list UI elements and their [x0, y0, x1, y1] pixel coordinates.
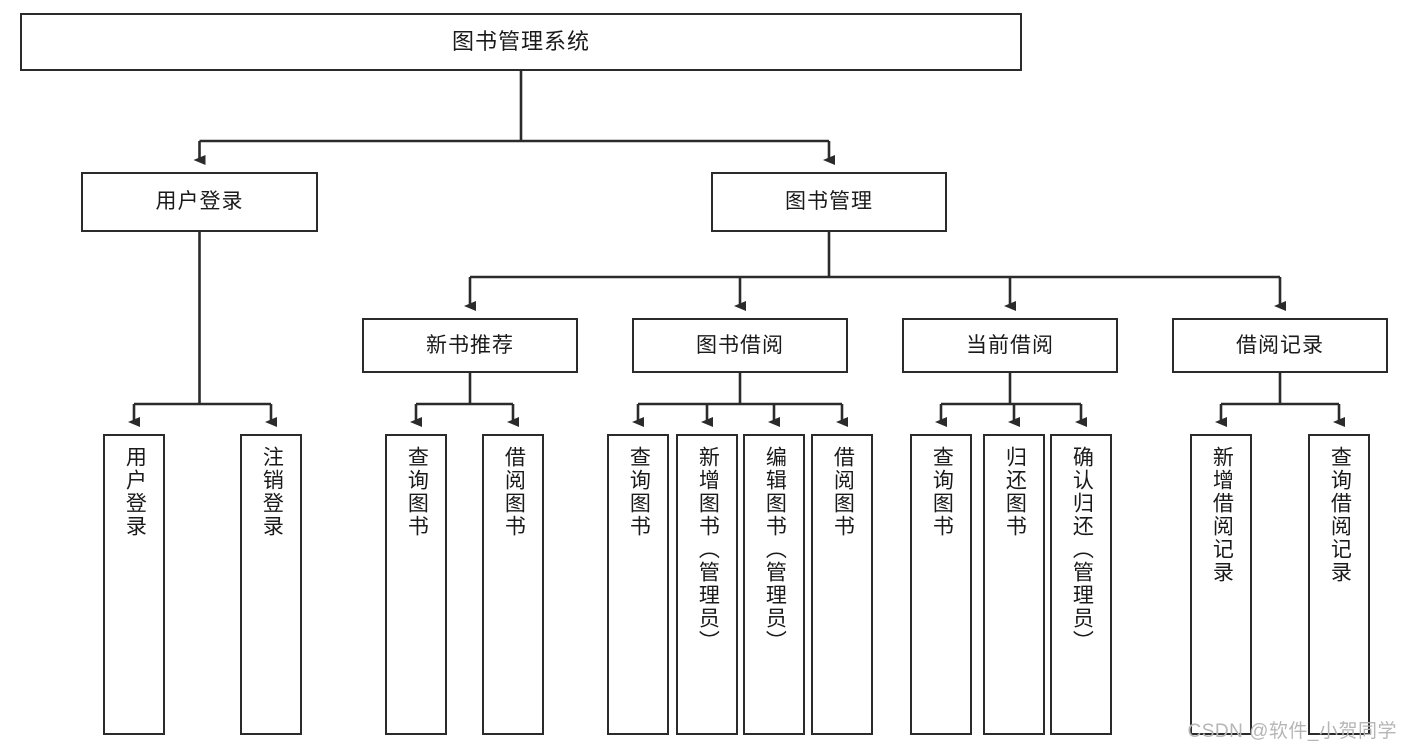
- leaf-borrow-book-recommend[interactable]: 借阅图书: [482, 434, 544, 735]
- leaf-label: 查询图书: [405, 446, 429, 538]
- leaf-label: 查询图书: [930, 446, 954, 538]
- leaf-return-book[interactable]: 归还图书: [983, 434, 1045, 735]
- leaf-label: 归还图书: [1003, 446, 1027, 538]
- node-book-borrow[interactable]: 图书借阅: [632, 318, 848, 373]
- leaf-label: 查询图书: [627, 446, 651, 538]
- leaf-edit-book-admin[interactable]: 编辑图书（管理员）: [743, 434, 805, 735]
- leaf-label: 确认归还（管理员）: [1070, 446, 1094, 653]
- leaf-add-borrow-record[interactable]: 新增借阅记录: [1190, 434, 1252, 735]
- watermark-text: CSDN @软件_小贺同学: [1187, 721, 1397, 742]
- leaf-add-book-admin[interactable]: 新增图书（管理员）: [676, 434, 738, 735]
- leaf-label: 借阅图书: [502, 446, 526, 538]
- leaf-query-book-borrow[interactable]: 查询图书: [607, 434, 669, 735]
- leaf-label: 新增图书（管理员）: [696, 446, 720, 653]
- leaf-query-book-recommend[interactable]: 查询图书: [385, 434, 447, 735]
- leaf-label: 用户登录: [123, 446, 147, 538]
- node-new-book-recommend[interactable]: 新书推荐: [362, 318, 578, 373]
- leaf-label: 查询借阅记录: [1328, 446, 1352, 584]
- node-current-borrow[interactable]: 当前借阅: [902, 318, 1118, 373]
- node-root[interactable]: 图书管理系统: [20, 13, 1022, 71]
- leaf-query-borrow-record[interactable]: 查询借阅记录: [1308, 434, 1370, 735]
- leaf-label: 新增借阅记录: [1210, 446, 1234, 584]
- leaf-borrow-book[interactable]: 借阅图书: [811, 434, 873, 735]
- leaf-query-book-current[interactable]: 查询图书: [910, 434, 972, 735]
- leaf-label: 注销登录: [260, 446, 284, 538]
- leaf-label: 编辑图书（管理员）: [763, 446, 787, 653]
- node-user-login[interactable]: 用户登录: [81, 172, 318, 232]
- leaf-logout-login[interactable]: 注销登录: [240, 434, 302, 735]
- node-book-management[interactable]: 图书管理: [711, 172, 947, 232]
- leaf-label: 借阅图书: [831, 446, 855, 538]
- leaf-user-login[interactable]: 用户登录: [103, 434, 165, 735]
- leaf-confirm-return-admin[interactable]: 确认归还（管理员）: [1050, 434, 1112, 735]
- node-borrow-record[interactable]: 借阅记录: [1172, 318, 1388, 373]
